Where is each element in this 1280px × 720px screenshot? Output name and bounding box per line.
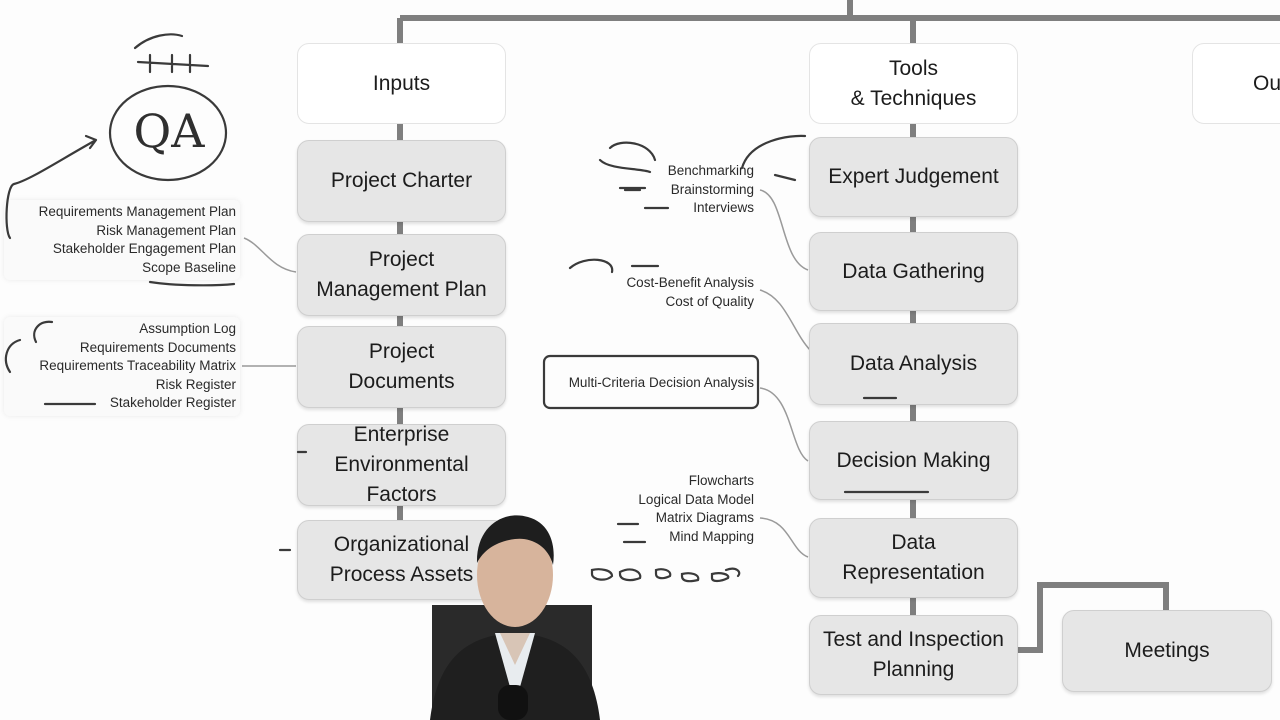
expert-judgement-list: Benchmarking Brainstorming Interviews — [600, 162, 754, 218]
tool-test-inspection-planning: Test and Inspection Planning — [809, 615, 1018, 695]
tool-data-gathering: Data Gathering — [809, 232, 1018, 311]
tool-data-representation: Data Representation — [809, 518, 1018, 598]
list-item: Brainstorming — [670, 181, 754, 197]
list-item: Mind Mapping — [669, 528, 754, 544]
input-organizational-process-assets: Organizational Process Assets — [297, 520, 506, 600]
list-item: Requirements Documents — [79, 339, 236, 355]
management-plan-list: Requirements Management Plan Risk Manage… — [4, 200, 240, 281]
list-item: Multi-Criteria Decision Analysis — [568, 375, 754, 390]
list-item: Stakeholder Register — [109, 395, 236, 411]
list-item: Matrix Diagrams — [655, 510, 754, 526]
data-representation-list: Flowcharts Logical Data Model Matrix Dia… — [600, 472, 754, 546]
input-enterprise-environmental-factors: Enterprise Environmental Factors — [297, 423, 506, 506]
list-item: Requirements Traceability Matrix — [39, 358, 236, 374]
tools-techniques-header: Tools & Techniques — [809, 43, 1018, 124]
qa-annotation-label: QA — [133, 104, 205, 158]
tool-data-analysis: Data Analysis — [809, 323, 1018, 405]
list-item: Cost of Quality — [665, 293, 754, 309]
project-documents-list: Assumption Log Requirements Documents Re… — [4, 317, 240, 416]
inputs-header: Inputs — [297, 43, 506, 124]
tool-expert-judgement: Expert Judgement — [809, 137, 1018, 217]
outputs-header: Ou — [1192, 43, 1280, 124]
outputs-header-label: Ou — [1253, 71, 1280, 95]
list-item: Interviews — [693, 200, 754, 216]
list-item: Stakeholder Engagement Plan — [52, 241, 236, 257]
list-item: Requirements Management Plan — [38, 204, 236, 219]
list-item: Risk Register — [155, 376, 236, 392]
meetings-box: Meetings — [1062, 610, 1272, 692]
data-analysis-list: Cost-Benefit Analysis Cost of Quality — [590, 274, 754, 311]
presenter-video-overlay — [430, 515, 600, 720]
tool-decision-making: Decision Making — [809, 421, 1018, 500]
input-project-management-plan: Project Management Plan — [297, 234, 506, 316]
list-item: Risk Management Plan — [96, 222, 236, 238]
input-project-documents: Project Documents — [297, 326, 506, 408]
list-item: Flowcharts — [688, 473, 754, 488]
decision-making-list: Multi-Criteria Decision Analysis — [546, 374, 754, 393]
list-item: Logical Data Model — [638, 491, 754, 507]
input-project-charter: Project Charter — [297, 140, 506, 222]
list-item: Benchmarking — [667, 163, 754, 178]
list-item: Assumption Log — [139, 321, 236, 336]
list-item: Cost-Benefit Analysis — [626, 275, 754, 290]
list-item: Scope Baseline — [142, 259, 236, 275]
